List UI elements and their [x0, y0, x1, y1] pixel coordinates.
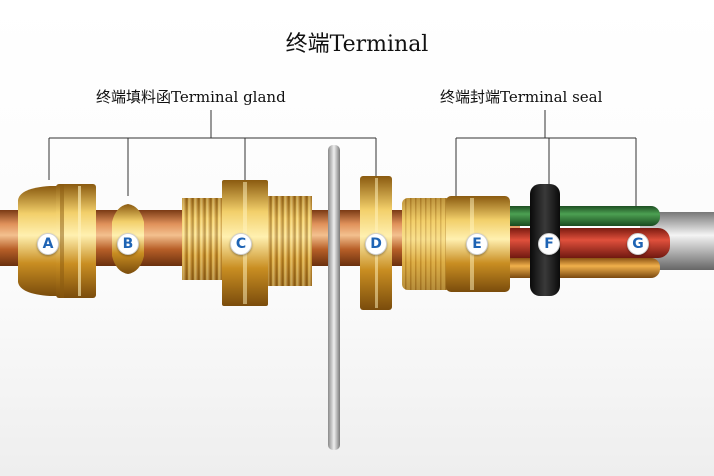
- part-label-e: E: [466, 233, 488, 255]
- part-label-f: F: [538, 233, 560, 255]
- callout-lines: [48, 110, 637, 210]
- diagram-title: 终端Terminal: [285, 32, 429, 57]
- part-label-d: D: [365, 233, 387, 255]
- terminal-gland-label: 终端填料函Terminal gland: [96, 88, 286, 106]
- part-label-g: G: [627, 233, 649, 255]
- part-label-a: A: [37, 233, 59, 255]
- part-label-b: B: [117, 233, 139, 255]
- wire-orange: [500, 258, 660, 278]
- wire-green: [500, 206, 660, 226]
- part-e-seal-sleeve: [402, 196, 510, 292]
- part-label-c: C: [230, 233, 252, 255]
- steel-bulkhead-plate: [328, 145, 340, 450]
- terminal-seal-label: 终端封端Terminal seal: [440, 88, 603, 106]
